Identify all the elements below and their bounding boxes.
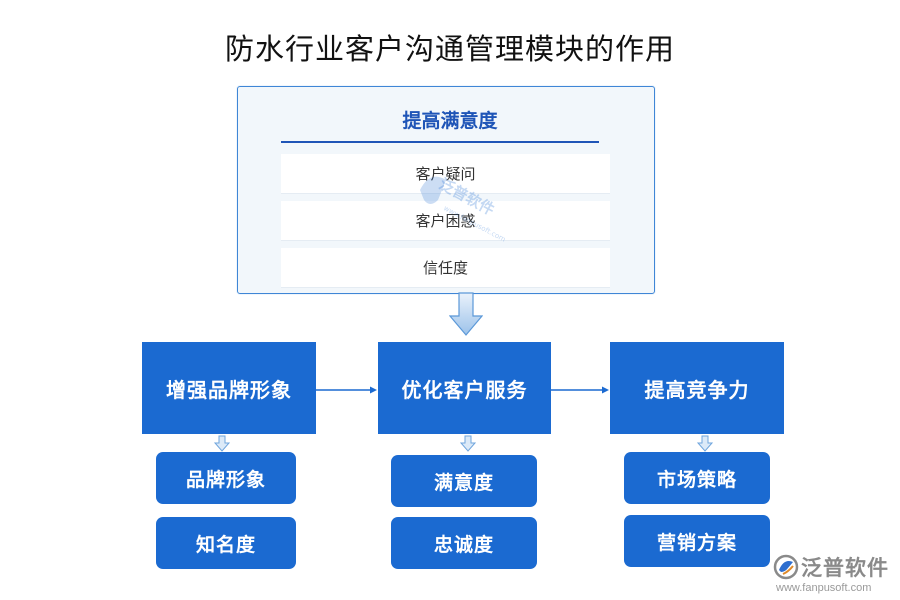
sub-box-market-strategy: 市场策略 bbox=[624, 452, 770, 504]
main-box-competitiveness: 提高竞争力 bbox=[610, 342, 784, 434]
panel-item-customer-confusion: 客户困惑 bbox=[281, 201, 610, 241]
page-title: 防水行业客户沟通管理模块的作用 bbox=[224, 32, 675, 66]
small-down-arrow-icon bbox=[697, 435, 713, 452]
brand-name: 泛普软件 bbox=[801, 556, 889, 580]
sub-box-brand-image: 品牌形象 bbox=[156, 452, 296, 504]
connector-arrow-icon bbox=[551, 386, 609, 394]
sub-box-satisfaction: 满意度 bbox=[391, 455, 537, 507]
small-down-arrow-icon bbox=[460, 435, 476, 452]
watermark-logo-icon bbox=[420, 176, 446, 204]
panel-item-customer-questions: 客户疑问 bbox=[281, 154, 610, 194]
down-arrow-icon bbox=[449, 292, 483, 336]
sub-box-reputation: 知名度 bbox=[156, 517, 296, 569]
satisfaction-heading: 提高满意度 bbox=[402, 110, 498, 132]
brand-watermark: 泛普软件 www.fanpusoft.com bbox=[773, 552, 898, 598]
brand-logo-icon bbox=[773, 554, 799, 580]
brand-url: www.fanpusoft.com bbox=[776, 582, 872, 594]
heading-divider bbox=[281, 141, 599, 143]
panel-item-trust: 信任度 bbox=[281, 248, 610, 288]
sub-box-marketing-plan: 营销方案 bbox=[624, 515, 770, 567]
small-down-arrow-icon bbox=[214, 435, 230, 452]
sub-box-loyalty: 忠诚度 bbox=[391, 517, 537, 569]
main-box-customer-service: 优化客户服务 bbox=[378, 342, 551, 434]
main-box-brand-image: 增强品牌形象 bbox=[142, 342, 316, 434]
connector-arrow-icon bbox=[316, 386, 377, 394]
